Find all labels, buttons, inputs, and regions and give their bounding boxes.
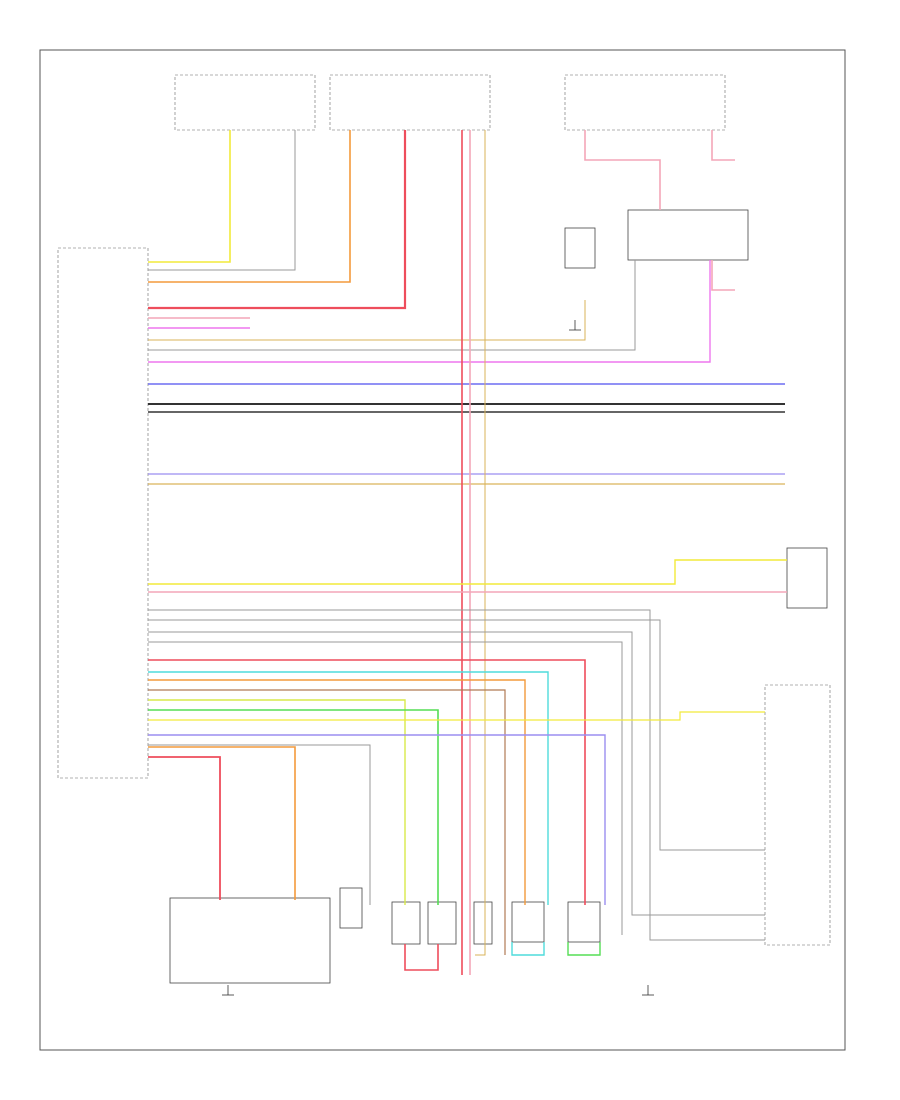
wire-tan-stop: [148, 300, 586, 341]
wire-orange-low: [148, 746, 296, 900]
wire-grey-c: [148, 631, 765, 916]
wire-group: [148, 130, 787, 975]
ignition-switch: [174, 74, 316, 131]
pcm-block: [57, 247, 149, 779]
wire-magenta-tcc: [148, 260, 711, 363]
ground-symbol: [222, 985, 234, 996]
pressure-control-solenoid: [511, 901, 545, 943]
wire-red-low: [148, 756, 221, 900]
wire-brown: [148, 689, 506, 955]
range-sensor: [786, 547, 828, 609]
fluid-temp-sensor: [473, 901, 493, 945]
transmission-body: [764, 684, 831, 946]
wire-grey-relay: [148, 260, 636, 351]
wire-orange-battery: [148, 130, 351, 283]
fuse-block-right: [564, 74, 726, 131]
wire-red-speed: [148, 659, 586, 905]
wire-yellow-range: [148, 559, 787, 585]
relay-block: [627, 209, 749, 261]
diagram-frame: [39, 49, 846, 1051]
wire-violet-low: [148, 734, 606, 905]
ground-symbol: [642, 985, 654, 996]
ground-symbol: [569, 320, 581, 331]
wire-cyan: [148, 671, 549, 905]
speed-sensor: [567, 901, 601, 943]
wire-orange-pc: [148, 679, 526, 905]
wire-pink-relay-right: [711, 130, 735, 161]
wire-grey-ignition: [148, 130, 296, 271]
wire-green: [148, 709, 439, 905]
wire-red-bottom: [404, 944, 439, 971]
wire-cyan-bottom: [511, 942, 545, 956]
tcc-solenoid: [339, 887, 363, 929]
solenoid-a: [391, 901, 421, 945]
wire-pink-relay-left: [584, 130, 661, 210]
wire-red-feed: [148, 130, 407, 310]
wire-grey-d: [148, 641, 623, 935]
wire-green-bottom: [567, 942, 601, 956]
fuse-block-center: [329, 74, 491, 131]
wire-lime: [148, 699, 406, 905]
wire-tan-vertical: [475, 130, 486, 956]
wire-ignition-yellow: [148, 130, 231, 263]
wire-yellow-low: [148, 711, 765, 721]
wire-grey-a: [148, 609, 765, 941]
wire-grey-b: [148, 619, 765, 851]
stop-lamp-switch: [564, 227, 596, 269]
wire-pink-relay-down: [711, 260, 735, 291]
pressure-switch-assembly: [169, 897, 331, 984]
solenoid-b: [427, 901, 457, 945]
wire-grey-low: [148, 744, 371, 905]
